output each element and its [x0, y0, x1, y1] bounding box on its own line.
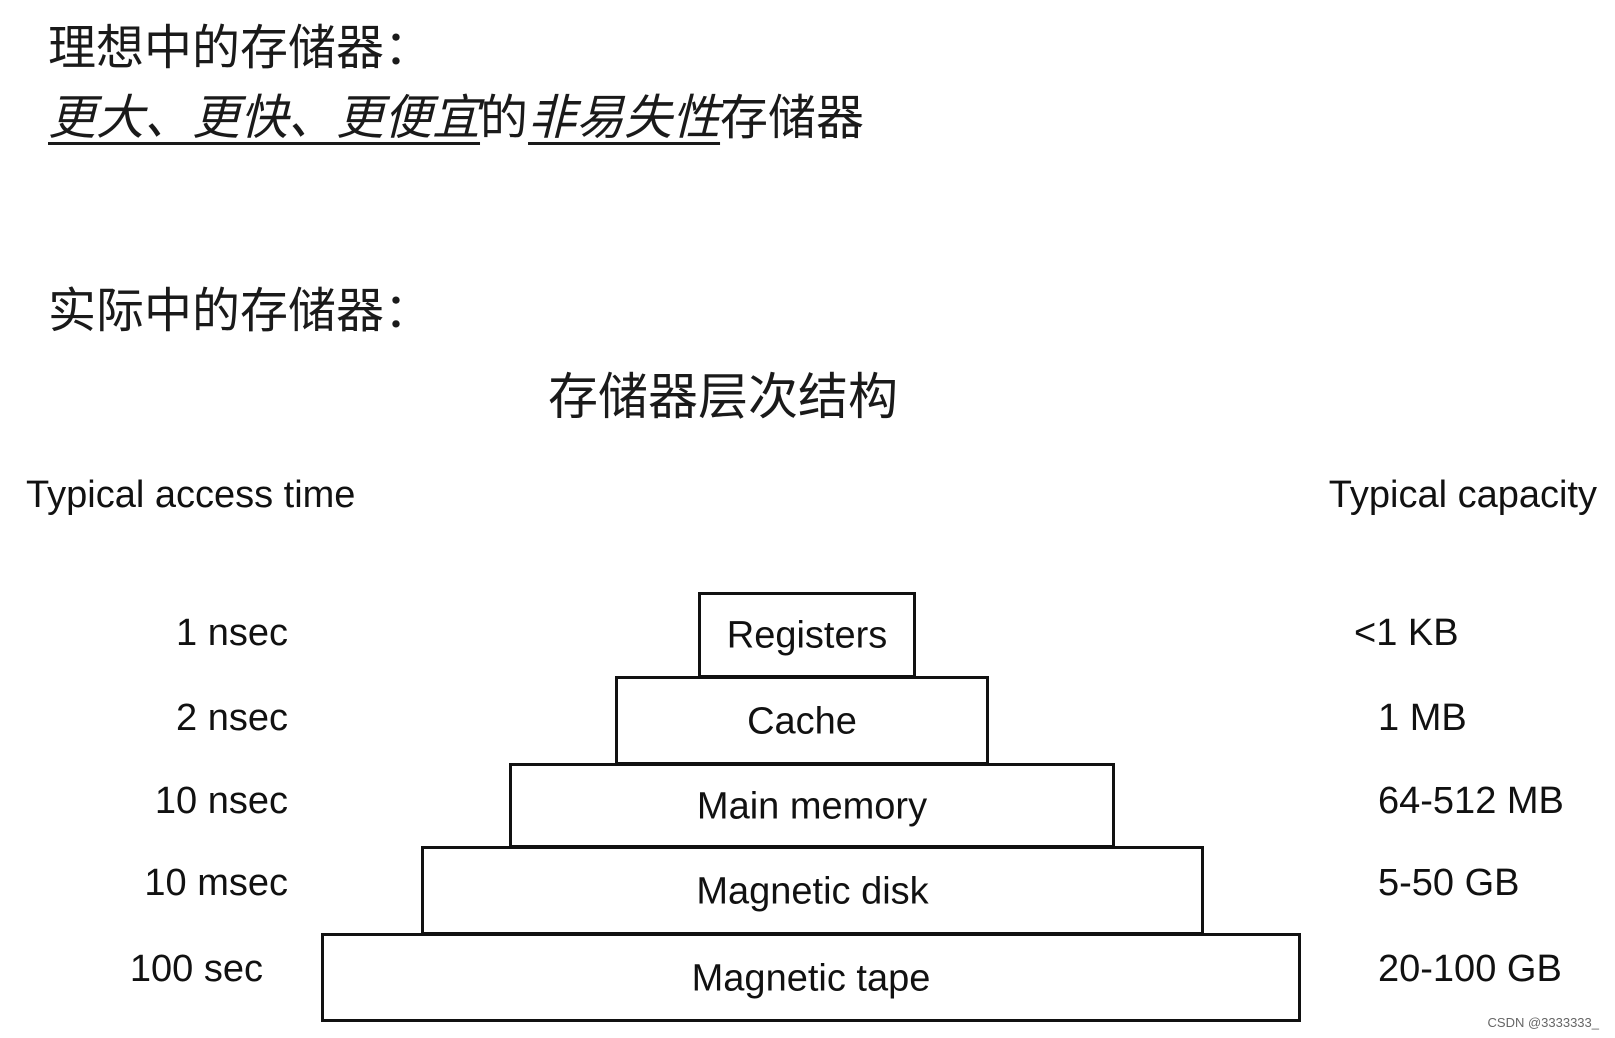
- ideal-desc-de: 的: [480, 90, 529, 146]
- capacity-registers: <1 KB: [1354, 612, 1459, 654]
- capacity-magnetic-disk: 5-50 GB: [1378, 862, 1520, 904]
- capacity-magnetic-tape: 20-100 GB: [1378, 948, 1562, 990]
- level-main-memory: Main memory: [509, 763, 1115, 848]
- level-registers-label: Registers: [726, 614, 888, 657]
- access-time-magnetic-disk: 10 msec: [144, 862, 288, 904]
- ideal-memory-title: 理想中的存储器：: [48, 20, 433, 76]
- hierarchy-title: 存储器层次结构: [548, 368, 898, 426]
- capacity-cache: 1 MB: [1378, 697, 1467, 739]
- capacity-main-memory: 64-512 MB: [1378, 780, 1564, 822]
- capacity-header: Typical capacity: [1328, 474, 1597, 516]
- level-cache-label: Cache: [747, 699, 857, 742]
- level-magnetic-disk: Magnetic disk: [421, 846, 1204, 935]
- access-time-registers: 1 nsec: [176, 612, 288, 654]
- level-magnetic-tape-label: Magnetic tape: [691, 956, 931, 999]
- level-cache: Cache: [615, 676, 989, 765]
- access-time-cache: 2 nsec: [176, 697, 288, 739]
- level-magnetic-tape: Magnetic tape: [321, 933, 1301, 1022]
- actual-memory-title: 实际中的存储器：: [48, 283, 433, 339]
- ideal-desc-bigger-faster-cheaper: 更大、更快、更便宜: [48, 90, 481, 146]
- level-registers: Registers: [698, 592, 916, 678]
- level-main-memory-label: Main memory: [696, 784, 928, 827]
- access-time-magnetic-tape: 100 sec: [129, 948, 263, 990]
- access-time-header: Typical access time: [26, 474, 356, 516]
- csdn-watermark: CSDN @3333333_: [1487, 1015, 1599, 1030]
- level-magnetic-disk-label: Magnetic disk: [696, 869, 929, 912]
- ideal-desc-nonvolatile: 非易失性: [528, 90, 721, 146]
- ideal-desc-storage: 存储器: [720, 90, 865, 146]
- ideal-memory-description: 更大、更快、更便宜的非易失性存储器: [48, 94, 864, 142]
- access-time-main-memory: 10 nsec: [154, 780, 288, 822]
